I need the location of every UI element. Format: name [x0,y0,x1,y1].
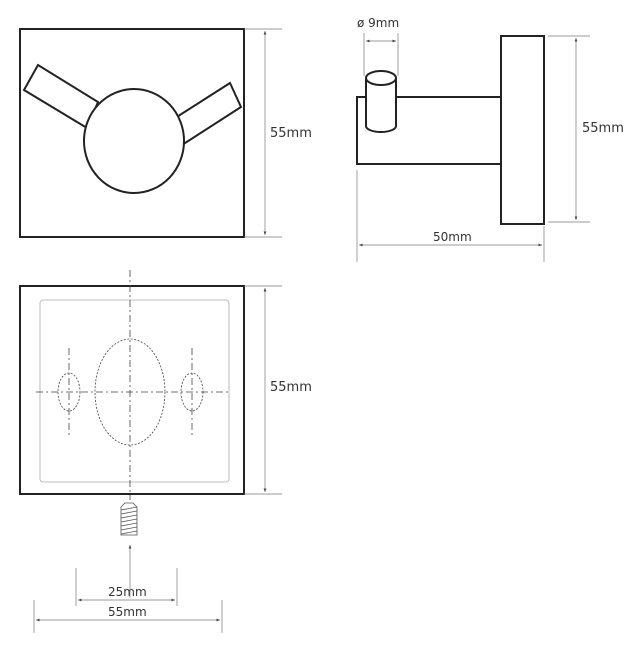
hole-spacing-label: 25mm [108,585,147,599]
back-plate [19,285,245,495]
back-width-label: 55mm [108,605,147,619]
recess-outline [39,299,230,483]
pin-body [365,78,397,133]
wall-plate [500,35,545,225]
front-view: 55mm [19,28,312,238]
back-height-label: 55mm [270,380,312,395]
center-mount-hole [94,338,166,446]
side-height-label: 55mm [582,121,624,136]
pin-diameter-label: ø 9mm [357,16,399,30]
back-view: 55mm 25mm 55mm [19,270,312,633]
side-view: ø 9mm 55mm 50mm [356,16,624,262]
depth-label: 50mm [433,230,472,244]
pin-top [365,70,397,86]
center-knob [83,88,185,194]
threaded-screw [120,502,138,536]
front-height-label: 55mm [270,126,312,141]
